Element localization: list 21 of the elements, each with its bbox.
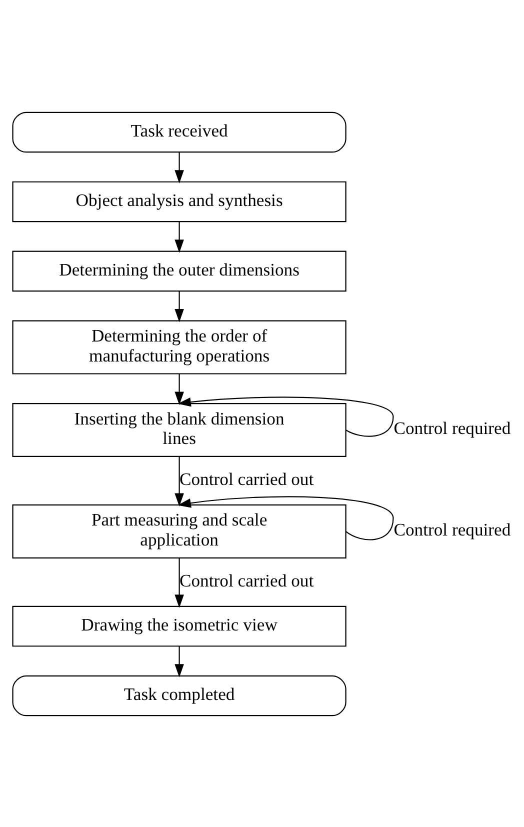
arrow	[174, 558, 184, 608]
edge-label: Control carried out	[180, 570, 314, 590]
arrow	[174, 456, 184, 506]
node-box: Task completed	[12, 674, 346, 716]
edge-label: Control required	[394, 519, 511, 540]
node-box: Task received	[12, 111, 346, 152]
node-box: Object analysis and synthesis	[12, 180, 346, 222]
arrow	[174, 290, 184, 322]
edge-label: Control required	[394, 418, 511, 438]
node-box: Determining the outer dimensions	[12, 250, 346, 292]
arrow	[174, 221, 184, 252]
node-box: Determining the order of manufacturing operations	[12, 320, 346, 374]
node-box: Part measuring and scale application	[12, 504, 346, 558]
arrow	[178, 496, 394, 540]
node-box: Drawing the isometric view	[12, 605, 346, 646]
arrow	[174, 646, 184, 677]
arrow	[174, 152, 184, 183]
node-box: Inserting the blank dimension lines	[12, 402, 346, 456]
edge-label: Control carried out	[180, 468, 314, 488]
arrow	[174, 373, 184, 404]
arrow	[178, 396, 394, 436]
